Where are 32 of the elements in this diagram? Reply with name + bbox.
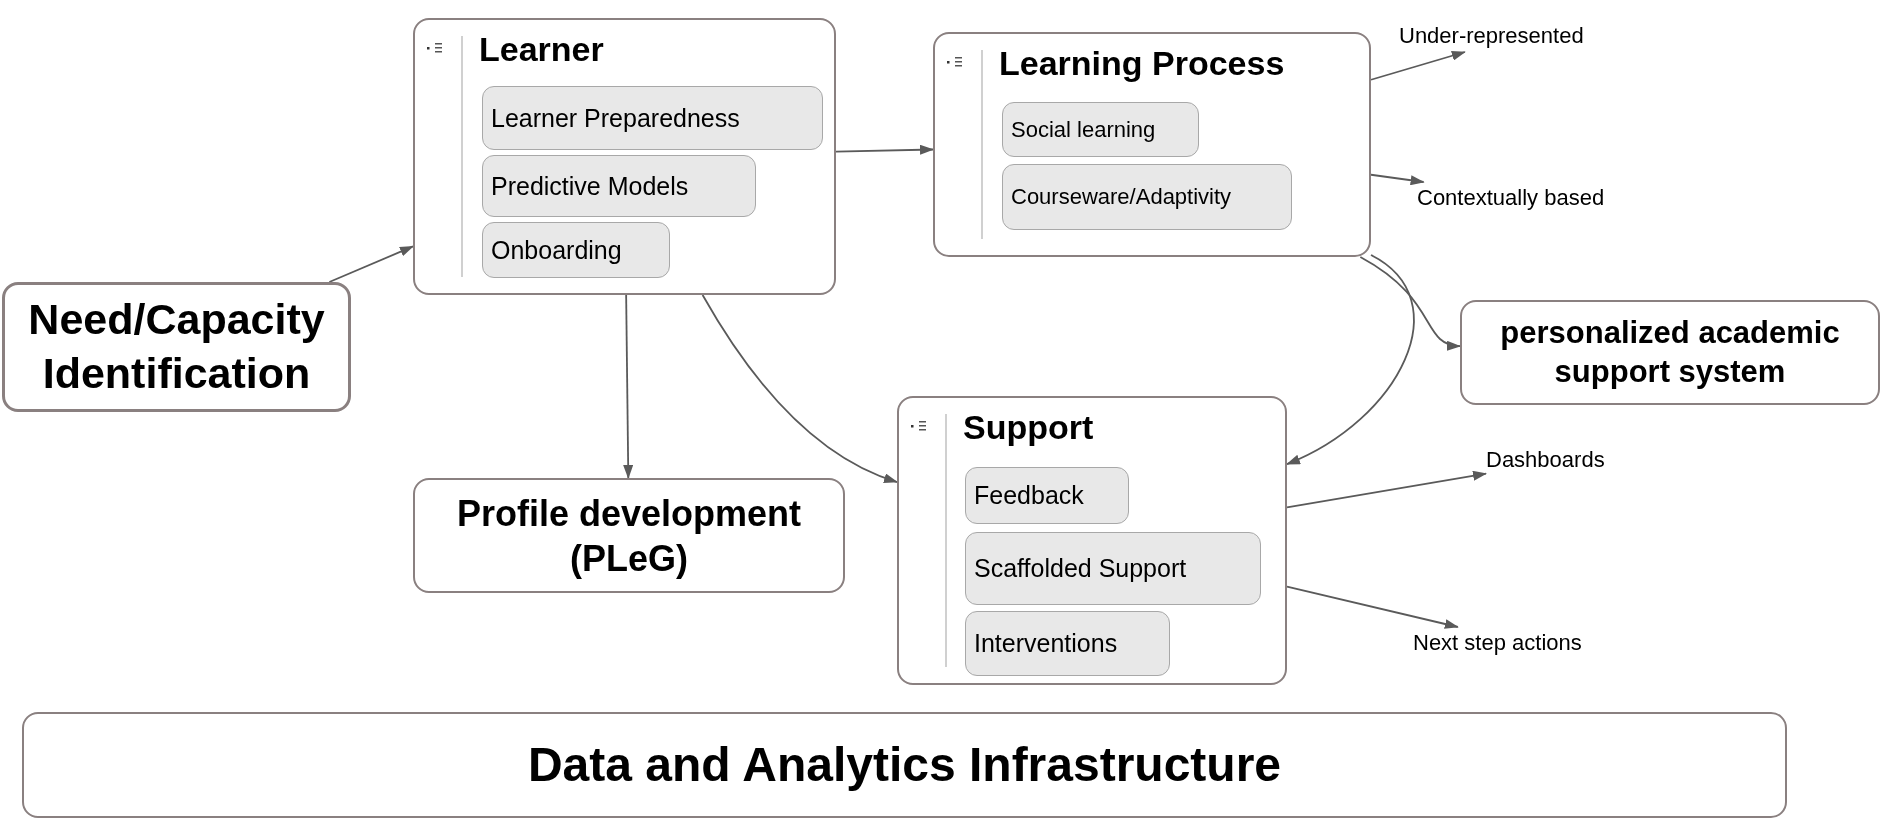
- arrow: [328, 245, 414, 283]
- topic-title: Support: [963, 407, 1094, 448]
- arrow: [1286, 470, 1487, 509]
- topic-box: [413, 18, 836, 295]
- arrow: [1370, 173, 1425, 186]
- subtopic-box: Predictive Models: [482, 155, 756, 217]
- arrow: [1286, 254, 1415, 466]
- branch-label: Contextually based: [1417, 182, 1662, 214]
- concept-box: personalized academic support system: [1460, 300, 1880, 405]
- concept-box: Profile development (PLeG): [413, 478, 845, 593]
- subtopic-box: Interventions: [965, 611, 1170, 676]
- subtopic-box: Learner Preparedness: [482, 86, 823, 150]
- branch-label: Next step actions: [1413, 627, 1638, 659]
- topic-title: Learner: [479, 29, 604, 70]
- arrow: [835, 144, 934, 155]
- subtopic-box: Social learning: [1002, 102, 1199, 157]
- subtopic-box: Scaffolded Support: [965, 532, 1261, 605]
- topic-box: [897, 396, 1287, 685]
- arrow: [623, 294, 634, 479]
- arrow: [701, 294, 898, 483]
- infrastructure-band: Data and Analytics Infrastructure: [22, 712, 1787, 818]
- subtopic-box: Feedback: [965, 467, 1129, 524]
- branch-label: Under-represented: [1399, 20, 1639, 52]
- branch-label: Dashboards: [1486, 444, 1646, 476]
- topic-box: [933, 32, 1371, 257]
- subtopic-box: Onboarding: [482, 222, 670, 278]
- arrow: [1370, 50, 1466, 81]
- arrow: [1359, 256, 1461, 350]
- topic-title: Learning Process: [999, 43, 1285, 84]
- arrow: [1286, 585, 1459, 629]
- subtopic-box: Courseware/Adaptivity: [1002, 164, 1292, 230]
- concept-box: Need/Capacity Identification: [2, 282, 351, 412]
